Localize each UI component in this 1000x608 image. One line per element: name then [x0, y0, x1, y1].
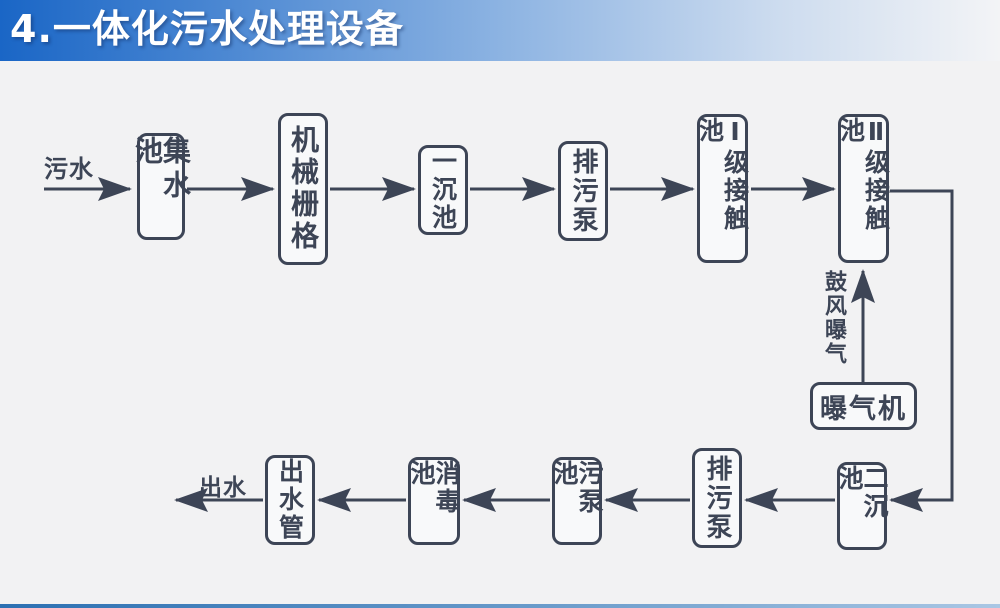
flow-diagram: 污水 出水 鼓风曝气 集水池 机械栅格 一沉池 排污泵 Ⅰ级接触池 Ⅱ级接触池 …: [0, 61, 1000, 604]
node-sewage-pump-bottom: 排污泵: [692, 448, 742, 548]
node-outlet-pipe: 出水管: [265, 455, 315, 545]
node-disinfection-pool: 消毒池: [407, 457, 461, 545]
node-contact-pool-2: Ⅱ级接触池: [837, 114, 891, 263]
node-primary-sedimentation: 一沉池: [418, 145, 468, 235]
node-secondary-sedimentation: 二沉池: [835, 462, 889, 550]
connector-lines: [44, 177, 954, 512]
inflow-label: 污水: [44, 155, 94, 183]
node-sewage-pump-top: 排污泵: [558, 141, 608, 241]
outflow-label: 出水: [199, 475, 247, 501]
bottom-accent-bar: [0, 604, 1000, 608]
node-collecting-pool: 集水池: [131, 133, 192, 240]
node-aerator: 曝气机: [810, 382, 917, 430]
node-mechanical-screen: 机械栅格: [278, 113, 328, 265]
node-sludge-pump-pool: 污泵池: [550, 457, 604, 545]
aeration-label: 鼓风曝气: [821, 270, 846, 366]
arrow-contact2-to-secondary: [889, 189, 954, 512]
title-bar: 4.一体化污水处理设备: [0, 0, 1000, 61]
node-contact-pool-1: Ⅰ级接触池: [696, 114, 750, 263]
page-title: 4.一体化污水处理设备: [10, 7, 404, 51]
